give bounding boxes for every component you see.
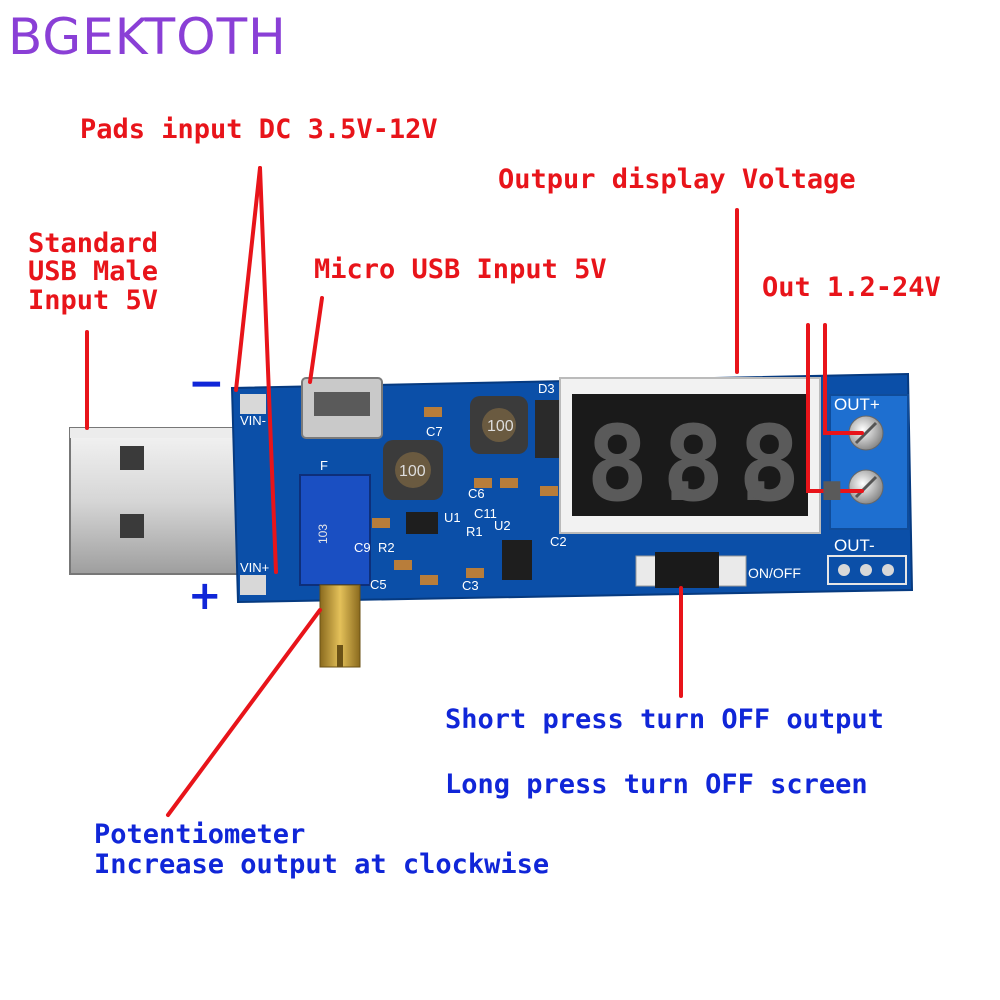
on-off-button — [655, 552, 719, 588]
display-digit-1: 8. — [586, 403, 711, 525]
label-usb-male-line-1: Standard — [28, 228, 159, 259]
silk-c2: C2 — [550, 534, 567, 549]
silk-on-off: ON/OFF — [748, 565, 801, 581]
label-short-press: Short press turn OFF output — [445, 704, 884, 735]
annotation-lines — [85, 166, 864, 817]
silk-r1: R1 — [466, 524, 483, 539]
diode-d3 — [535, 400, 563, 458]
chip-u1 — [406, 512, 438, 534]
silk-inductor-1: 100 — [399, 463, 426, 480]
plus-sign: + — [188, 573, 222, 619]
silk-vin-plus: VIN+ — [240, 560, 269, 575]
out-range-leader-plus — [823, 323, 864, 435]
label-potentiometer: Potentiometer — [94, 819, 306, 850]
label-output-display: Outpur display Voltage — [498, 164, 856, 195]
label-micro-usb: Micro USB Input 5V — [314, 254, 607, 285]
chip-u2 — [502, 540, 532, 580]
brand-logo: BGEKTOTH — [8, 8, 287, 66]
silk-u2: U2 — [494, 518, 511, 533]
label-usb-male: Standard USB Male Input 5V — [28, 228, 159, 316]
silk-f: F — [320, 458, 328, 473]
pads-input-leader-minus — [234, 166, 262, 392]
potentiometer-leader-line — [166, 608, 322, 817]
display-digit-2: 8. — [662, 403, 787, 525]
potentiometer — [299, 474, 371, 668]
silk-inductor-2: 100 — [487, 418, 514, 435]
label-long-press: Long press turn OFF screen — [445, 769, 868, 800]
silk-out-minus: OUT- — [834, 536, 875, 555]
display-digit-3: 8. — [738, 403, 863, 525]
silk-c9: C9 — [354, 540, 371, 555]
pcb-board — [230, 372, 914, 604]
label-pads-input: Pads input DC 3.5V-12V — [80, 114, 438, 145]
label-out-range: Out 1.2-24V — [762, 272, 941, 303]
out-range-leader-minus — [806, 323, 864, 493]
silk-c5: C5 — [370, 577, 387, 592]
silk-out-plus: OUT+ — [834, 395, 880, 414]
silk-c6: C6 — [468, 486, 485, 501]
silk-u1: U1 — [444, 510, 461, 525]
minus-sign: − — [188, 358, 225, 409]
vin-plus-pad — [240, 575, 266, 595]
label-potentiometer-note: Increase output at clockwise — [94, 849, 550, 880]
silk-vin-minus: VIN- — [240, 413, 266, 428]
label-usb-male-line-3: Input 5V — [28, 284, 159, 316]
vin-minus-pad — [240, 394, 266, 414]
silk-c7: C7 — [426, 424, 443, 439]
label-usb-male-line-2: USB Male — [28, 256, 159, 288]
pads-input-leader-plus — [258, 166, 278, 574]
seven-segment-display — [572, 394, 808, 516]
silk-c11: C11 — [474, 506, 497, 521]
silk-c3: C3 — [462, 578, 479, 593]
silk-r2: R2 — [378, 540, 395, 555]
micro-usb-leader-line — [308, 296, 324, 384]
silk-d3: D3 — [538, 381, 555, 396]
silk-pot-code: 103 — [316, 524, 330, 544]
